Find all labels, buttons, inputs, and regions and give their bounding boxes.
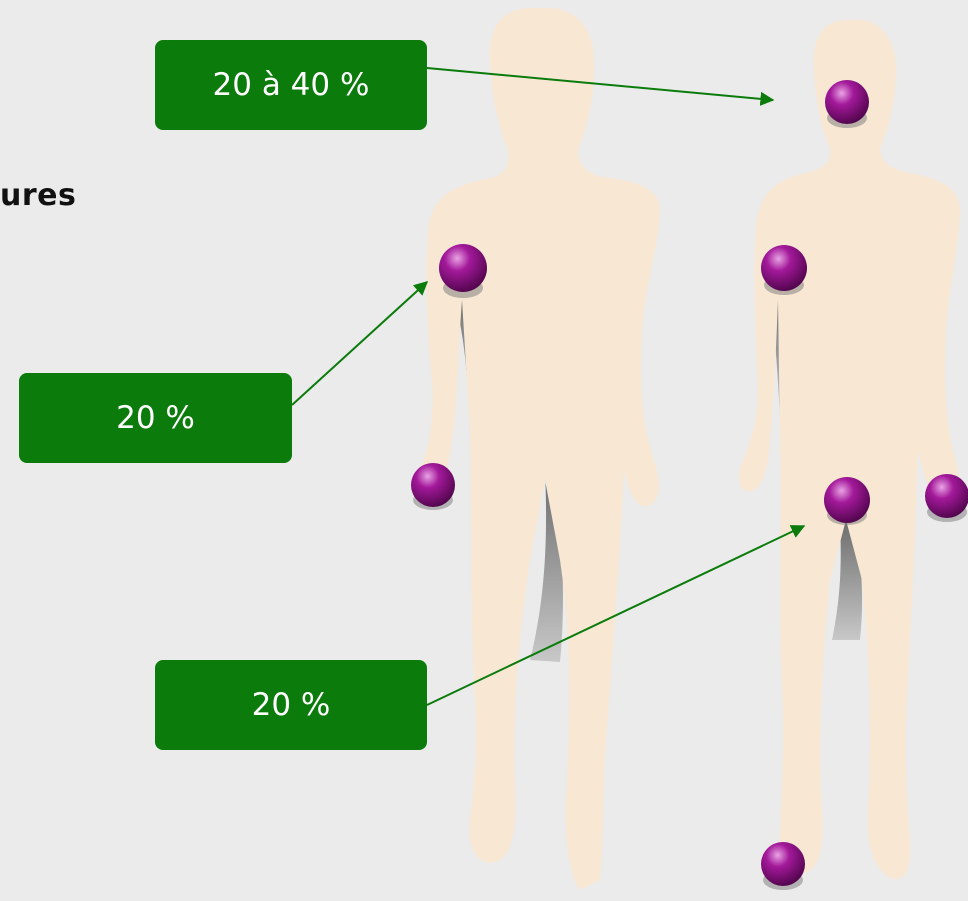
marker-shoulder-left <box>439 244 487 298</box>
marker-hand-left <box>411 463 455 510</box>
figure-right <box>739 20 960 879</box>
callout-knee: 20 % <box>155 660 427 750</box>
marker-face <box>825 80 869 128</box>
callout-arm: 20 % <box>19 373 292 463</box>
marker-shoulder-right <box>761 245 807 295</box>
marker-hand-right <box>925 474 968 522</box>
figure-left <box>419 8 660 890</box>
marker-foot <box>761 842 805 890</box>
marker-knee <box>824 477 870 525</box>
arrow-to-head <box>427 68 773 100</box>
callout-head: 20 à 40 % <box>155 40 427 130</box>
arrow-to-shoulder <box>292 282 427 405</box>
